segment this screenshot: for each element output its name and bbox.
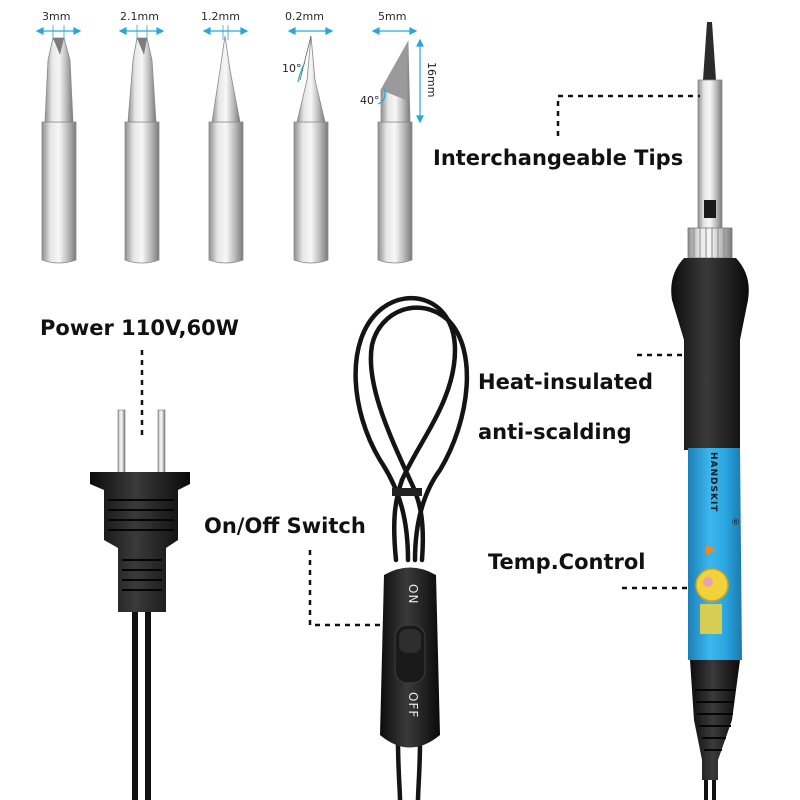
tip-label-1-2mm: 1.2mm [201,10,240,23]
callout-leaders [140,94,700,627]
anti-scalding-label: anti-scalding [478,420,632,444]
cord-clip [392,488,422,496]
tip-label-2-1mm: 2.1mm [120,10,159,23]
angle-10-label: 10° [282,62,302,75]
tip-label-5mm: 5mm [378,10,407,23]
tip-3mm [41,37,77,264]
heat-insulated-label: Heat-insulated [478,370,654,394]
power-plug [90,409,190,800]
tip-5mm [377,40,413,264]
tip-label-0-2mm: 0.2mm [285,10,324,23]
soldering-iron [671,22,749,800]
tip-label-3mm: 3mm [42,10,71,23]
tip-2-1mm [124,37,160,264]
angle-40-label: 40° [360,94,380,107]
tip-0-2mm [293,35,329,264]
power-rating-label: Power 110V,60W [40,316,239,340]
interchangeable-tips-label: Interchangeable Tips [433,146,684,170]
brand-text: HANDSKIT [708,452,718,513]
switch-off-text: OFF [406,692,420,719]
length-16mm-label: 16mm [425,62,438,98]
switch-on-text: ON [406,584,420,605]
on-off-switch-label: On/Off Switch [204,514,366,538]
tip-1-2mm [208,35,244,264]
registered-mark: ® [731,518,740,528]
temp-control-label: Temp.Control [488,550,646,574]
power-cord [353,295,470,800]
tip-dimension-markers [35,25,424,124]
on-off-switch [380,567,440,748]
